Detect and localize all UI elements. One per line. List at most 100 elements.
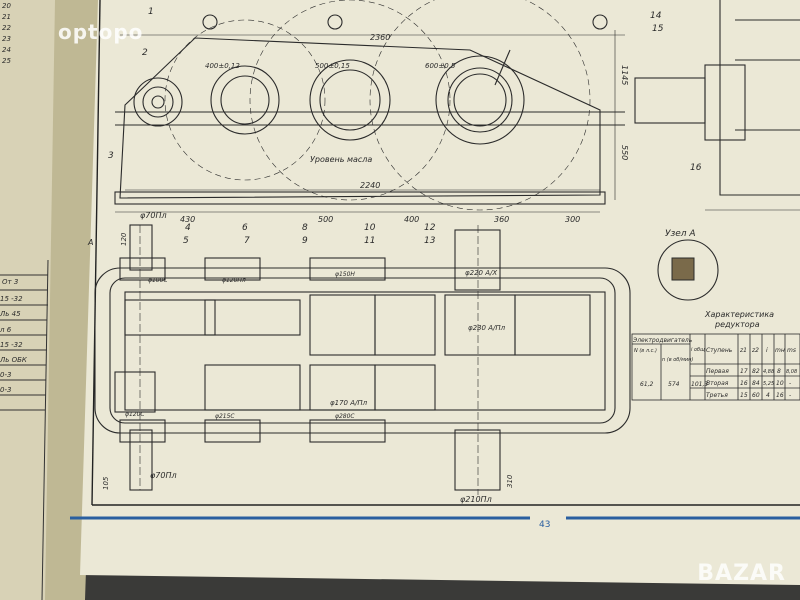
cell-z1: 16 (740, 380, 748, 387)
value-n: 574 (668, 381, 680, 388)
dim-2360: 2360 (370, 33, 390, 42)
cell-mn: 16 (776, 392, 784, 399)
table-cell: л 6 (0, 326, 12, 334)
table-title-2: редуктора (714, 320, 760, 329)
page-number-box (530, 513, 566, 531)
fit-label-8: φ215С (215, 413, 235, 420)
dim-105: 105 (102, 476, 110, 490)
callout-3: 3 (108, 151, 114, 161)
table-cell: Ль 45 (0, 310, 21, 318)
dim-1145: 1145 (620, 65, 629, 85)
col-mn: mн (775, 347, 785, 354)
cell-z2: 84 (752, 380, 760, 387)
table-cell: 15 -32 (0, 295, 23, 303)
fit-label-9: φ280С (335, 413, 355, 420)
value-i-total: 101,3 (691, 381, 708, 388)
page-number: 43 (539, 520, 550, 530)
callout-11: 11 (364, 236, 375, 246)
table-row: Первая 17 82 4,88 8 8,08 (706, 368, 797, 375)
frame-left (91, 0, 101, 506)
row-number: 21 (2, 13, 11, 21)
callout-12: 12 (424, 223, 436, 233)
oil-level-label: Уровень масла (310, 155, 372, 164)
watermark-bazar: BAZAR (697, 561, 786, 586)
output-shaft-fit: φ210Пл (460, 495, 492, 504)
cell-z1: 15 (740, 392, 748, 399)
col-N: N (в л.с.) (634, 348, 657, 354)
fit-label-5: φ230 А/Пл (468, 324, 506, 332)
motor-header: Электродвигатель (632, 337, 693, 344)
callout-1: 1 (148, 7, 154, 17)
row-number: 25 (2, 57, 11, 65)
table-cell: От 3 (2, 278, 18, 286)
left-page-text: 20 21 22 23 24 25 От 3 15 -32 Ль 45 л 6 … (0, 2, 28, 394)
node-a-detail (657, 239, 719, 301)
col-z2: z2 (751, 347, 759, 354)
col-i-total: i общ (691, 347, 705, 353)
dim-2240: 2240 (360, 181, 380, 190)
table-title-1: Характеристика (704, 310, 774, 319)
cell-z2: 60 (752, 392, 760, 399)
bottom-dimension-chain: 430 500 400 360 300 (180, 215, 580, 224)
fit-label-1: φ100С (148, 277, 168, 284)
dim-center-3: 600±0,5 (425, 62, 456, 70)
fit-label-2: φ120Пл (222, 277, 246, 284)
callout-2: 2 (142, 48, 148, 58)
watermark-optopo: optopo (58, 20, 144, 44)
callout-16: 16 (690, 163, 702, 173)
callout-4: 4 (185, 223, 191, 233)
table-row: Вторая 16 84 5,25 10 - (706, 380, 791, 387)
cell-z2: 82 (752, 368, 760, 375)
dim-360: 360 (494, 215, 509, 224)
dim-430: 430 (180, 215, 195, 224)
dim-center-1: 400±0,12 (205, 62, 240, 70)
dim-550: 550 (620, 145, 629, 160)
callout-7: 7 (244, 236, 250, 246)
col-stage: Ступень (706, 347, 733, 354)
fit-label-4: φ220 А/Х (465, 269, 497, 277)
dim-120: 120 (120, 232, 128, 246)
input-shaft-top-fit: φ70Пл (140, 211, 167, 220)
side-section-view (634, 0, 800, 211)
table-cell: Ль ОБК (0, 356, 28, 364)
callout-9: 9 (302, 236, 308, 246)
cell-i: 4 (766, 392, 770, 399)
callout-15: 15 (652, 24, 664, 34)
input-shaft-bottom-fit: φ70Пл (150, 471, 177, 480)
callout-10: 10 (364, 223, 376, 233)
dim-300: 300 (565, 215, 580, 224)
dim-400: 400 (404, 215, 419, 224)
cell-z1: 17 (740, 368, 748, 375)
cell-i: 5,25 (763, 381, 774, 387)
callout-14: 14 (650, 11, 662, 21)
cell-mn: 10 (776, 380, 784, 387)
cell-ms: - (789, 392, 791, 399)
value-N: 61,2 (640, 381, 654, 388)
fit-label-7: φ120С (125, 411, 145, 418)
node-a-part (671, 257, 695, 281)
col-z1: z1 (739, 347, 747, 354)
row-number: 24 (2, 46, 11, 54)
gearbox-plan-view (94, 224, 631, 495)
callout-5: 5 (183, 236, 189, 246)
cell-stage: Первая (706, 368, 729, 375)
cell-stage: Вторая (706, 380, 729, 387)
gearbox-side-view (114, 0, 625, 213)
cell-ms: - (789, 380, 791, 387)
callout-13: 13 (424, 236, 436, 246)
dim-center-2: 500±0,15 (315, 62, 350, 70)
left-page-table (0, 259, 49, 600)
section-a-label: А (87, 238, 93, 247)
row-number: 20 (2, 2, 11, 10)
callout-6: 6 (242, 223, 248, 233)
fit-label-6: φ170 А/Пл (330, 399, 368, 407)
cell-stage: Третья (706, 392, 728, 399)
table-cell: 0-3 (0, 371, 11, 379)
characteristics-table: Характеристика редуктора Электродвигател… (631, 310, 800, 401)
row-number: 22 (2, 24, 11, 32)
cell-mn: 8 (777, 368, 781, 375)
callout-8: 8 (302, 223, 308, 233)
fit-label-3: φ150Н (335, 271, 355, 278)
row-number: 23 (2, 35, 11, 43)
